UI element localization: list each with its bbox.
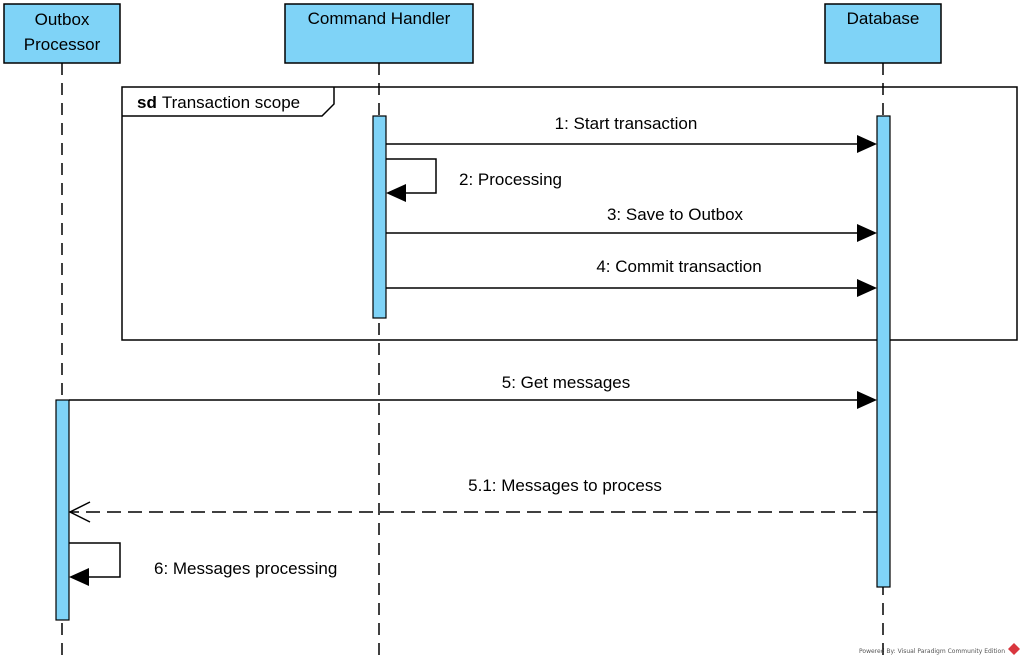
lifeline-outbox-processor: Outbox Processor (3, 3, 121, 64)
filled-arrowhead (69, 568, 89, 586)
message-2: 2: Processing (386, 158, 562, 202)
message-6-label: 6: Messages processing (154, 559, 337, 578)
message-3-label: 3: Save to Outbox (607, 205, 744, 224)
filled-arrowhead (857, 135, 877, 153)
filled-arrowhead (857, 279, 877, 297)
fragment-label-pentagon (122, 87, 335, 117)
lifeline-outbox-title-line1: Outbox (35, 10, 90, 29)
activation-bar-outbox (55, 399, 70, 621)
open-arrowhead (68, 501, 91, 523)
filled-arrowhead (386, 184, 406, 202)
message-1: 1: Start transaction (386, 114, 877, 153)
watermark: Powered By: Visual Paradigm Community Ed… (859, 643, 1020, 655)
fragment-label: sd Transaction scope (137, 93, 300, 112)
lifeline-outbox-title-line2: Processor (24, 35, 101, 54)
message-4: 4: Commit transaction (386, 257, 877, 297)
lifeline-database: Database (824, 3, 942, 64)
message-5-1: 5.1: Messages to process (68, 476, 877, 523)
filled-arrowhead (857, 224, 877, 242)
filled-arrowhead (857, 391, 877, 409)
message-1-label: 1: Start transaction (555, 114, 698, 133)
lifeline-command-handler: Command Handler (284, 3, 474, 64)
lifeline-handler-title: Command Handler (308, 9, 451, 28)
activation-bar-handler (372, 115, 387, 319)
message-5-label: 5: Get messages (502, 373, 631, 392)
lifeline-db-title: Database (847, 9, 920, 28)
message-6: 6: Messages processing (69, 542, 337, 586)
message-3: 3: Save to Outbox (386, 205, 877, 242)
message-5: 5: Get messages (69, 373, 877, 409)
fragment-title: Transaction scope (162, 93, 300, 112)
message-4-label: 4: Commit transaction (596, 257, 761, 276)
message-5-1-label: 5.1: Messages to process (468, 476, 662, 495)
fragment-keyword: sd (137, 93, 157, 112)
visual-paradigm-logo-icon (1008, 643, 1020, 655)
watermark-text: Powered By: Visual Paradigm Community Ed… (859, 648, 1005, 655)
fragment-frame: sd Transaction scope (121, 86, 1018, 341)
message-2-label: 2: Processing (459, 170, 562, 189)
activation-bar-database (876, 115, 891, 588)
